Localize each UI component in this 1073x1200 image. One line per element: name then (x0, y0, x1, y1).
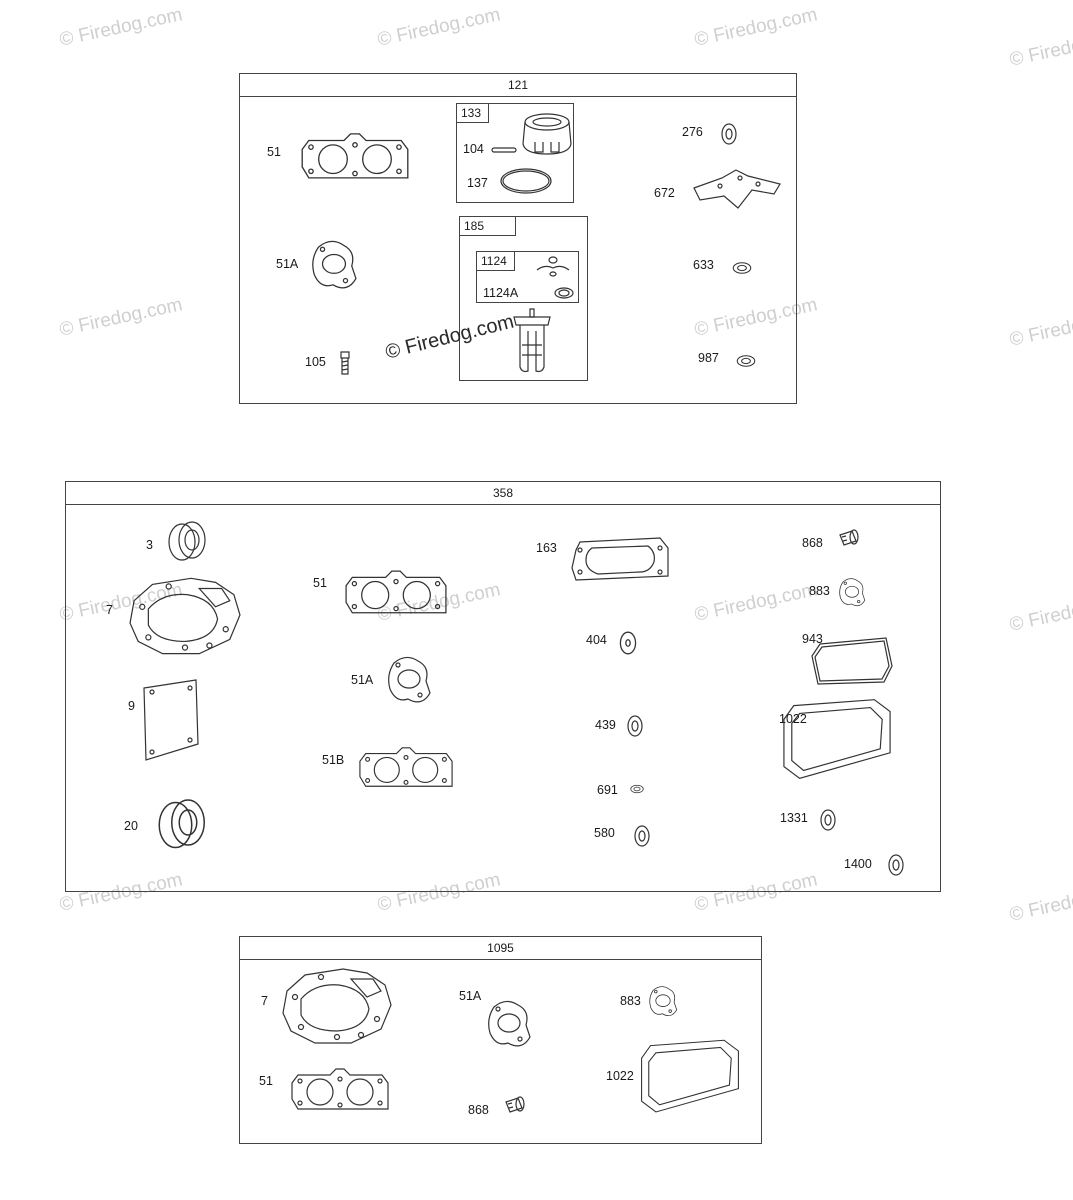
part-label-868[interactable]: 868 (468, 1103, 489, 1117)
part-label-20[interactable]: 20 (124, 819, 138, 833)
part-1022-cover-gasket[interactable] (780, 698, 894, 782)
part-label-580[interactable]: 580 (594, 826, 615, 840)
part-label-137[interactable]: 137 (467, 176, 488, 190)
part-label-883[interactable]: 883 (809, 584, 830, 598)
part-label-51a[interactable]: 51A (351, 673, 374, 687)
part-1331-washer[interactable] (818, 808, 838, 832)
part-label-51[interactable]: 51 (267, 145, 281, 159)
part-label-633[interactable]: 633 (693, 258, 714, 272)
part-51-intake-gasket[interactable] (300, 129, 410, 185)
part-633-washer[interactable] (730, 261, 754, 275)
part-883-flange-gasket[interactable] (838, 572, 866, 614)
part-672-plate-gasket[interactable] (692, 169, 784, 210)
subkit-1124-box: 1124 1124A (476, 251, 579, 303)
part-883-flange-gasket[interactable] (648, 979, 678, 1025)
part-label-883[interactable]: 883 (620, 994, 641, 1008)
subkit-185-box: 185 1124 1124A (459, 216, 588, 381)
part-943-gasket[interactable] (810, 636, 894, 686)
part-1400-washer[interactable] (886, 853, 906, 877)
part-51-intake-gasket[interactable] (344, 570, 448, 616)
part-label-1331[interactable]: 1331 (780, 811, 808, 825)
watermark: © Firedog.com (57, 4, 185, 51)
part-3-oil-seal[interactable] (162, 521, 206, 562)
watermark: © Firedog.com (692, 4, 820, 51)
kit-1095-title: 1095 (240, 937, 761, 960)
watermark: © Firedog.com (375, 4, 503, 51)
kit-358-panel: 358 3 7 9 20 51 51A 51B 163 404 439 691 … (65, 481, 941, 892)
part-404-washer[interactable] (618, 630, 638, 656)
part-label-691[interactable]: 691 (597, 783, 618, 797)
subkit-133-tag: 133 (457, 104, 490, 123)
part-label-943[interactable]: 943 (802, 632, 823, 646)
watermark: © Firedog.com (1007, 879, 1073, 926)
part-label-987[interactable]: 987 (698, 351, 719, 365)
part-label-439[interactable]: 439 (595, 718, 616, 732)
part-185-float[interactable] (508, 308, 556, 375)
part-label-7[interactable]: 7 (106, 603, 113, 617)
part-label-1022[interactable]: 1022 (606, 1069, 634, 1083)
part-987-washer[interactable] (734, 354, 758, 368)
part-163-exhaust-gasket[interactable] (570, 537, 672, 582)
part-label-7[interactable]: 7 (261, 994, 268, 1008)
part-868-plug[interactable] (502, 1095, 526, 1115)
part-51b-intake-gasket[interactable] (358, 746, 454, 790)
part-1022-cover-gasket[interactable] (638, 1037, 742, 1117)
part-439-washer[interactable] (625, 714, 645, 738)
part-label-105[interactable]: 105 (305, 355, 326, 369)
part-label-672[interactable]: 672 (654, 186, 675, 200)
part-9-gasket[interactable] (140, 679, 200, 762)
part-1124-clip[interactable] (535, 254, 571, 278)
subkit-1124-tag: 1124 (477, 252, 515, 271)
part-label-51a[interactable]: 51A (459, 989, 482, 1003)
part-51a-flange-gasket[interactable] (386, 650, 432, 712)
part-51a-flange-gasket[interactable] (486, 993, 532, 1057)
part-1124a-seal[interactable] (553, 286, 575, 300)
part-label-276[interactable]: 276 (682, 125, 703, 139)
part-51a-flange-gasket[interactable] (310, 232, 358, 300)
part-276-washer[interactable] (720, 122, 738, 146)
part-label-3[interactable]: 3 (146, 538, 153, 552)
part-label-163[interactable]: 163 (536, 541, 557, 555)
kit-1095-panel: 1095 7 51 51A 868 883 1022 (239, 936, 762, 1144)
kit-358-title: 358 (66, 482, 940, 505)
part-868-plug[interactable] (836, 528, 860, 548)
part-51-intake-gasket[interactable] (290, 1067, 390, 1113)
part-label-1124a[interactable]: 1124A (483, 286, 519, 300)
part-label-1022[interactable]: 1022 (779, 712, 807, 726)
part-label-51b[interactable]: 51B (322, 753, 345, 767)
kit-121-panel: 121 51 51A 105 133 104 137 185 1124 (239, 73, 797, 404)
watermark: © Firedog.com (1007, 24, 1073, 71)
part-691-washer[interactable] (630, 784, 644, 794)
part-137-o-ring[interactable] (499, 166, 553, 196)
part-label-51[interactable]: 51 (313, 576, 327, 590)
part-7-head-gasket[interactable] (280, 968, 394, 1045)
part-label-1400[interactable]: 1400 (844, 857, 872, 871)
watermark: © Firedog.com (57, 294, 185, 341)
part-7-head-gasket[interactable] (128, 577, 242, 656)
part-label-9[interactable]: 9 (128, 699, 135, 713)
part-label-404[interactable]: 404 (586, 633, 607, 647)
part-label-51[interactable]: 51 (259, 1074, 273, 1088)
part-label-868[interactable]: 868 (802, 536, 823, 550)
watermark: © Firedog.com (1007, 304, 1073, 351)
part-label-104[interactable]: 104 (463, 142, 484, 156)
part-133-float-bowl[interactable] (517, 112, 573, 158)
part-104-pin[interactable] (491, 146, 517, 154)
subkit-133-box: 133 104 137 (456, 103, 574, 203)
part-20-oil-seal[interactable] (150, 799, 206, 850)
subkit-185-tag: 185 (460, 217, 516, 236)
part-105-screw[interactable] (337, 351, 353, 376)
watermark: © Firedog.com (1007, 589, 1073, 636)
kit-121-title: 121 (240, 74, 796, 97)
part-label-51a[interactable]: 51A (276, 257, 299, 271)
part-580-washer[interactable] (632, 824, 652, 848)
